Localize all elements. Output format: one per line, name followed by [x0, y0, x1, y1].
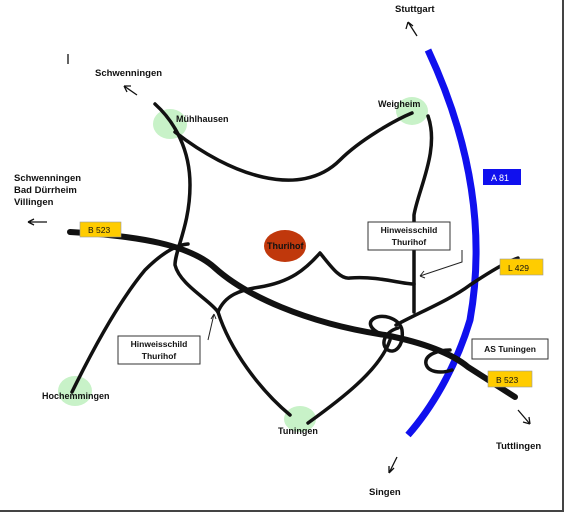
marker-thurihof — [264, 230, 306, 262]
road-tuningen-interchange — [306, 338, 392, 425]
shield-a81-text: A 81 — [491, 173, 509, 183]
road-tuningen-northwest — [216, 310, 292, 417]
dest-stuttgart: Stuttgart — [395, 4, 435, 15]
road-b523 — [67, 229, 518, 400]
sign-hinweis-left-line2: Thurihof — [142, 351, 177, 361]
shield-b523-west-text: B 523 — [88, 225, 110, 235]
label-tuningen: Tuningen — [278, 426, 318, 436]
interchange-loop-east — [424, 348, 454, 374]
arrow-tuttlingen — [517, 409, 531, 425]
label-muehlhausen: Mühlhausen — [176, 114, 229, 124]
dest-singen: Singen — [369, 487, 401, 498]
sign-as-tuningen: AS Tuningen — [471, 338, 549, 360]
sign-as-tuningen-text: AS Tuningen — [484, 344, 536, 354]
dest-bad-duerrheim: Bad Dürrheim — [14, 185, 77, 196]
road-thurihof-access — [216, 251, 416, 314]
road-muehlhausen-weigheim — [173, 111, 414, 182]
shield-b523-east-text: B 523 — [496, 375, 518, 385]
arrow-schwenningen-left — [27, 218, 47, 226]
pointer-hinweis-left — [207, 313, 217, 341]
arrow-schwenningen-top — [123, 85, 138, 96]
road-weigheim-south — [412, 114, 434, 314]
dest-schwenningen-top: Schwenningen — [95, 68, 162, 79]
sign-hinweis-right: Hinweisschild Thurihof — [367, 221, 451, 251]
marker-tuningen — [284, 406, 316, 432]
arrow-stuttgart — [405, 21, 418, 37]
marker-hochemmingen — [58, 376, 92, 406]
shield-a81: A 81 — [483, 169, 521, 185]
sign-hinweis-left: Hinweisschild Thurihof — [117, 335, 201, 365]
label-weigheim: Weigheim — [378, 99, 420, 109]
sign-hinweis-left-line1: Hinweisschild — [131, 339, 188, 349]
sign-hinweis-right-line2: Thurihof — [392, 237, 427, 247]
road-hochemmingen — [70, 242, 190, 394]
dest-schwenningen-left-1: Schwenningen — [14, 173, 81, 184]
label-thurihof: Thurihof — [267, 241, 304, 251]
shield-l429-text: L 429 — [508, 263, 529, 273]
dest-tuttlingen: Tuttlingen — [496, 441, 541, 452]
interchange-loop-west — [368, 314, 405, 353]
arrow-singen — [388, 456, 398, 474]
label-hochemmingen: Hochemmingen — [42, 391, 110, 401]
dest-villingen: Villingen — [14, 197, 54, 208]
sign-hinweis-right-line1: Hinweisschild — [381, 225, 438, 235]
shield-l429: L 429 — [499, 258, 544, 276]
autobahn-a81-line — [405, 48, 480, 438]
pointer-hinweis-right — [419, 250, 463, 279]
shield-b523-east: B 523 — [487, 370, 533, 388]
shield-b523-west: B 523 — [79, 221, 122, 238]
